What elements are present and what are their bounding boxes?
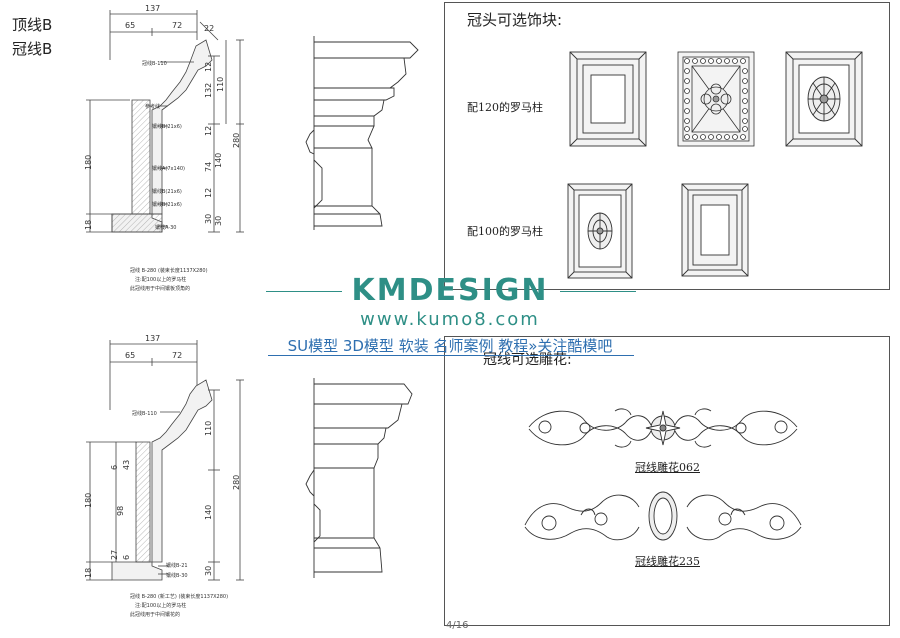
caption-top-1: 冠线 B-280 (装束长度1137X280) — [130, 268, 208, 274]
title-crown: 冠线B — [12, 40, 53, 58]
dim-180-top: 180 — [84, 154, 93, 170]
callout-5: 镶线B(21x6) — [152, 202, 182, 208]
dim-b-110: 110 — [204, 420, 213, 436]
label-roman-120: 配120的罗马柱 — [467, 101, 543, 114]
dim-65-bottom: 65 — [125, 351, 136, 360]
profile-drawing-top — [86, 10, 244, 233]
callout-3: 镶线B(21x6) — [152, 124, 182, 130]
watermark-underline — [268, 355, 634, 356]
callout-b-1: 冠线B-110 — [132, 411, 157, 417]
elevation-drawing-bottom — [305, 378, 413, 578]
dim-22-top: 22 — [204, 24, 215, 33]
dim-v-110-top: 110 — [216, 76, 225, 92]
title-top: 顶线B — [12, 16, 53, 34]
decor-block-plain-2 — [681, 183, 749, 277]
dim-v-30a: 30 — [204, 213, 213, 224]
dim-137-top: 137 — [145, 4, 161, 13]
caption-bottom-1: 冠线 B-280 (新工艺) (装束长度1137X280) — [130, 594, 229, 600]
callout-6: 镶线A(7x140) — [152, 166, 186, 172]
callout-b-2: 镶线B-21 — [166, 563, 188, 569]
watermark-tagline: SU模型 3D模型 软装 名师案例 教程»关注酷模吧 — [287, 337, 613, 355]
dim-b-43: 43 — [122, 459, 131, 470]
decor-block-rosette — [785, 51, 863, 147]
decor-block-plain-1 — [569, 51, 647, 147]
elevation-drawing-top — [305, 36, 419, 230]
dim-v-74: 74 — [204, 161, 213, 172]
dim-b-30: 30 — [204, 565, 213, 576]
dim-137-bottom: 137 — [145, 334, 161, 343]
callout-4: 镶线B(21x6) — [152, 189, 182, 195]
caption-top-2: 注:配100以上的罗马柱 — [135, 277, 187, 283]
callout-7: 镶线A-30 — [155, 225, 177, 231]
dim-b-6b: 6 — [122, 554, 131, 560]
carving-062 — [528, 408, 798, 448]
panel-carvings-heading: 冠线可选雕花: — [483, 352, 572, 368]
label-carving-062: 冠线雕花062 — [635, 461, 700, 474]
dim-b-27: 27 — [110, 549, 119, 560]
dim-v-140: 140 — [214, 152, 223, 168]
callout-2: 参考线 — [145, 104, 161, 110]
callout-1: 冠线B-110 — [142, 61, 167, 67]
callout-b-3: 镶线B-30 — [166, 573, 188, 579]
caption-bottom-3: 此冠线用于中间镶花的 — [130, 612, 181, 618]
dim-v-12a: 12 — [204, 61, 213, 72]
dim-180-bottom: 180 — [84, 492, 93, 508]
dim-72-bottom: 72 — [172, 351, 183, 360]
panel-carvings: 冠线可选雕花: 冠线雕花062 冠线雕花23 — [444, 336, 890, 626]
dim-b-280: 280 — [232, 474, 241, 490]
panel-decor-blocks: 冠头可选饰块: 配120的罗马柱 配100的罗马柱 — [444, 2, 890, 290]
dim-v-12c: 12 — [204, 187, 213, 198]
caption-top-3: 此冠线用于中间镶板顶角的 — [130, 286, 191, 292]
dim-b-98: 98 — [116, 505, 125, 516]
dim-18-bottom: 18 — [84, 567, 93, 578]
panel-blocks-heading: 冠头可选饰块: — [467, 11, 563, 29]
watermark-rule-left — [266, 291, 342, 292]
dim-v-30b: 30 — [214, 215, 223, 226]
watermark-rule-right — [560, 291, 636, 292]
profile-drawing-bottom — [86, 340, 244, 581]
dim-72-top: 72 — [172, 21, 183, 30]
page-number: 4/16 — [446, 620, 469, 631]
decor-block-oval — [567, 183, 633, 279]
dim-v-280-top: 280 — [232, 132, 241, 148]
label-roman-100: 配100的罗马柱 — [467, 225, 543, 238]
dim-b-140: 140 — [204, 504, 213, 520]
watermark-logo: KMDESIGN — [351, 273, 549, 308]
dim-v-12b: 12 — [204, 125, 213, 136]
carving-235 — [524, 491, 802, 541]
decor-block-floral-square — [677, 51, 755, 147]
dim-v-132: 132 — [204, 82, 213, 98]
caption-bottom-2: 注:配100以上的罗马柱 — [135, 603, 187, 609]
dim-18-top: 18 — [84, 219, 93, 230]
label-carving-235: 冠线雕花235 — [635, 555, 700, 568]
watermark-url: www.kumo8.com — [360, 309, 540, 330]
dim-b-6a: 6 — [110, 464, 119, 470]
dim-65-top: 65 — [125, 21, 136, 30]
